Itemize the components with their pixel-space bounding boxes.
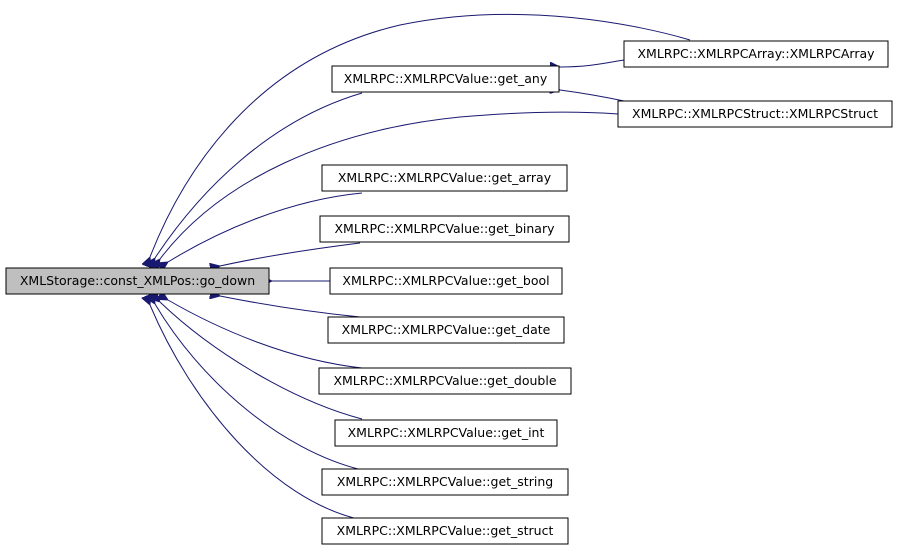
node-go-down[interactable]: XMLStorage::const_XMLPos::go_down xyxy=(5,267,270,295)
node-get-int[interactable]: XMLRPC::XMLRPCValue::get_int xyxy=(334,419,558,447)
node-get-string[interactable]: XMLRPC::XMLRPCValue::get_string xyxy=(321,468,569,496)
edge-struct-ctor-to-go-down xyxy=(160,111,619,259)
edge-get-struct-to-go-down xyxy=(150,305,363,521)
node-struct-ctor-label: XMLRPC::XMLRPCStruct::XMLRPCStruct xyxy=(632,106,878,121)
node-get-double-label: XMLRPC::XMLRPCValue::get_double xyxy=(333,373,556,388)
edge-get-int-to-go-down xyxy=(160,302,363,420)
node-get-struct[interactable]: XMLRPC::XMLRPCValue::get_struct xyxy=(321,517,569,545)
edge-array-ctor-to-get-any xyxy=(560,59,625,67)
node-array-ctor-label: XMLRPC::XMLRPCArray::XMLRPCArray xyxy=(637,46,875,61)
edge-array-ctor-to-go-down xyxy=(150,13,691,257)
node-struct-ctor[interactable]: XMLRPC::XMLRPCStruct::XMLRPCStruct xyxy=(617,100,893,128)
node-get-bool[interactable]: XMLRPC::XMLRPCValue::get_bool xyxy=(329,267,563,295)
node-get-any-label: XMLRPC::XMLRPCValue::get_any xyxy=(344,71,548,86)
node-get-bool-label: XMLRPC::XMLRPCValue::get_bool xyxy=(342,273,549,288)
node-get-binary[interactable]: XMLRPC::XMLRPCValue::get_binary xyxy=(319,215,570,243)
node-get-date[interactable]: XMLRPC::XMLRPCValue::get_date xyxy=(327,316,565,344)
edge-get-binary-to-go-down xyxy=(220,242,361,266)
node-get-array[interactable]: XMLRPC::XMLRPCValue::get_array xyxy=(321,164,568,192)
edge-get-array-to-go-down xyxy=(168,192,363,262)
node-get-binary-label: XMLRPC::XMLRPCValue::get_binary xyxy=(334,221,555,236)
node-get-array-label: XMLRPC::XMLRPCValue::get_array xyxy=(338,170,552,185)
node-array-ctor[interactable]: XMLRPC::XMLRPCArray::XMLRPCArray xyxy=(623,40,889,68)
node-get-any[interactable]: XMLRPC::XMLRPCValue::get_any xyxy=(331,65,560,93)
node-get-date-label: XMLRPC::XMLRPCValue::get_date xyxy=(342,322,551,337)
node-get-string-label: XMLRPC::XMLRPCValue::get_string xyxy=(337,474,553,489)
node-get-struct-label: XMLRPC::XMLRPCValue::get_struct xyxy=(337,523,554,538)
edge-get-double-to-go-down xyxy=(168,300,363,369)
edge-get-string-to-go-down xyxy=(155,304,363,471)
node-go-down-label: XMLStorage::const_XMLPos::go_down xyxy=(20,273,255,288)
edges xyxy=(150,13,691,521)
node-get-double[interactable]: XMLRPC::XMLRPCValue::get_double xyxy=(318,367,572,395)
edge-get-any-to-go-down xyxy=(155,92,363,258)
edge-get-date-to-go-down xyxy=(220,296,361,318)
node-get-int-label: XMLRPC::XMLRPCValue::get_int xyxy=(348,425,545,440)
edge-struct-ctor-to-get-any xyxy=(560,90,625,102)
